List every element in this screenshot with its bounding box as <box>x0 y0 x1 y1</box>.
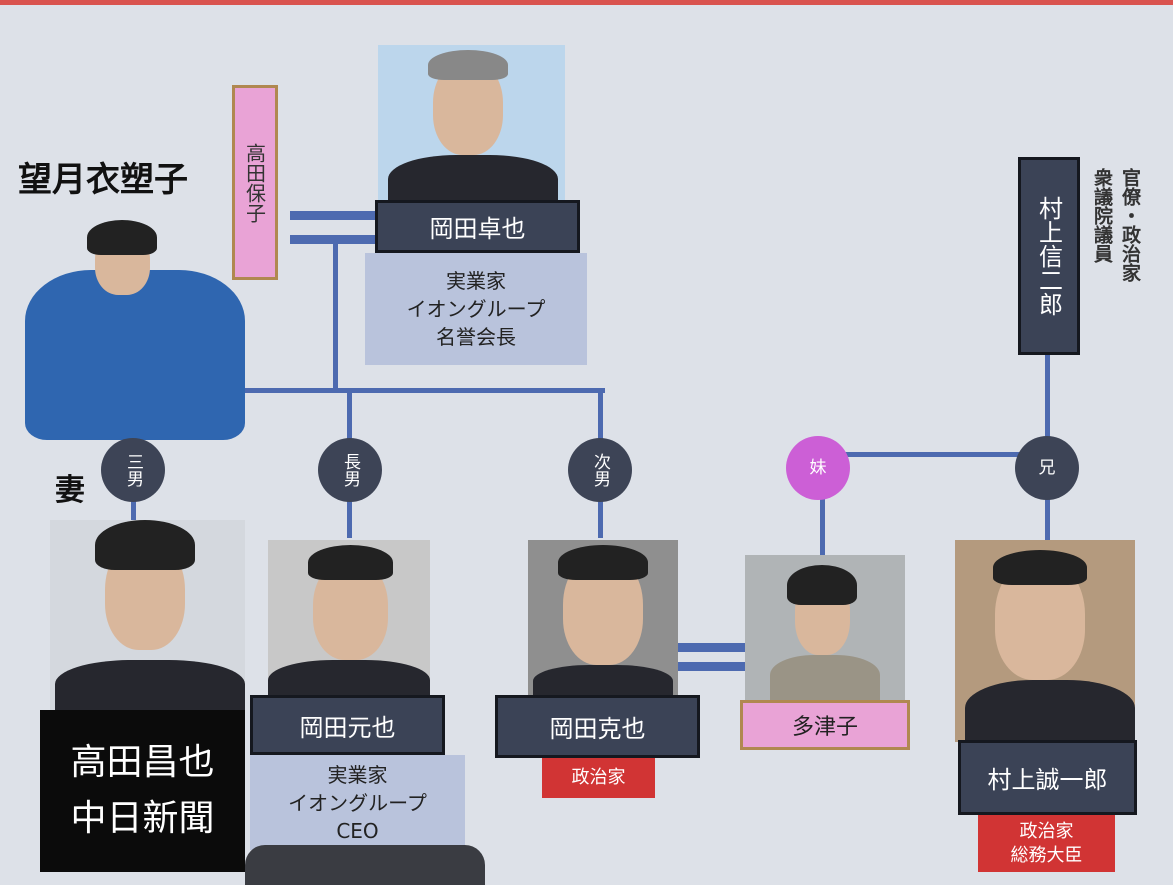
murakami-seiichiro-photo <box>955 540 1135 742</box>
wife-label: 妻 <box>55 473 85 508</box>
relation-label: 兄 <box>1038 458 1056 478</box>
okada-katsuya-name: 岡田克也 <box>495 695 700 758</box>
top-accent-bar <box>0 0 1173 5</box>
okada-takuya-desc: 実業家 イオングループ 名誉会長 <box>365 253 587 365</box>
tazuko-photo <box>745 555 905 702</box>
relation-label: 長男 <box>340 453 360 487</box>
tazuko-name: 多津子 <box>740 700 910 750</box>
murakami-seiichiro-tag: 政治家 総務大臣 <box>978 815 1115 872</box>
murakami-shinjiro-desc: 官僚・政治家 衆議院議員 <box>1088 168 1144 368</box>
marriage-line-top <box>290 211 378 220</box>
older-brother-badge: 兄 <box>1015 436 1079 500</box>
takada-yasuko-box: 高田保子 <box>232 85 278 280</box>
desc-line: 衆議院議員 <box>1091 168 1113 263</box>
relation-label: 妹 <box>809 458 827 478</box>
desc-line: イオングループ <box>406 297 546 321</box>
relation-label: 次男 <box>590 453 610 487</box>
takada-masaya-box: 高田昌也 中日新聞 <box>40 710 245 872</box>
okada-motoya-name: 岡田元也 <box>250 695 445 755</box>
okada-katsuya-tag: 政治家 <box>542 758 655 798</box>
takada-masaya-name: 高田昌也 <box>70 742 215 783</box>
okada-takuya-photo <box>378 45 565 202</box>
desc-line: 実業家 <box>446 269 506 293</box>
katsuya-marriage-bottom <box>676 662 748 671</box>
desc-line: 官僚・政治家 <box>1119 168 1141 282</box>
murakami-shinjiro-name: 村上信二郎 <box>1018 157 1080 355</box>
okada-katsuya-photo <box>528 540 678 697</box>
tag-line: 総務大臣 <box>1010 844 1083 866</box>
desc-line: CEO <box>336 818 379 843</box>
younger-sister-badge: 妹 <box>786 436 850 500</box>
desc-line: イオングループ <box>288 790 427 815</box>
mochizuki-name: 望月衣塑子 <box>18 160 188 200</box>
takada-masaya-org: 中日新聞 <box>70 798 215 839</box>
desc-line: 実業家 <box>327 762 388 787</box>
marriage-line-bottom <box>290 235 378 244</box>
katsuya-marriage-top <box>676 643 748 652</box>
third-son-badge: 三男 <box>101 438 165 502</box>
relation-label: 三男 <box>123 453 143 487</box>
okada-motoya-photo <box>268 540 430 697</box>
second-son-badge: 次男 <box>568 438 632 502</box>
tag-line: 政治家 <box>1019 820 1074 842</box>
overlay-shape <box>245 845 485 885</box>
desc-line: 名誉会長 <box>436 325 516 349</box>
takada-masaya-photo <box>50 520 245 712</box>
sibling-line <box>818 452 1048 457</box>
mochizuki-photo <box>5 215 248 440</box>
sister-line <box>820 460 825 558</box>
murakami-seiichiro-name: 村上誠一郎 <box>958 740 1137 815</box>
children-line <box>200 388 605 393</box>
okada-takuya-name: 岡田卓也 <box>375 200 580 253</box>
family-trunk-line <box>333 240 338 392</box>
eldest-son-badge: 長男 <box>318 438 382 502</box>
okada-motoya-desc: 実業家 イオングループ CEO <box>250 755 465 850</box>
